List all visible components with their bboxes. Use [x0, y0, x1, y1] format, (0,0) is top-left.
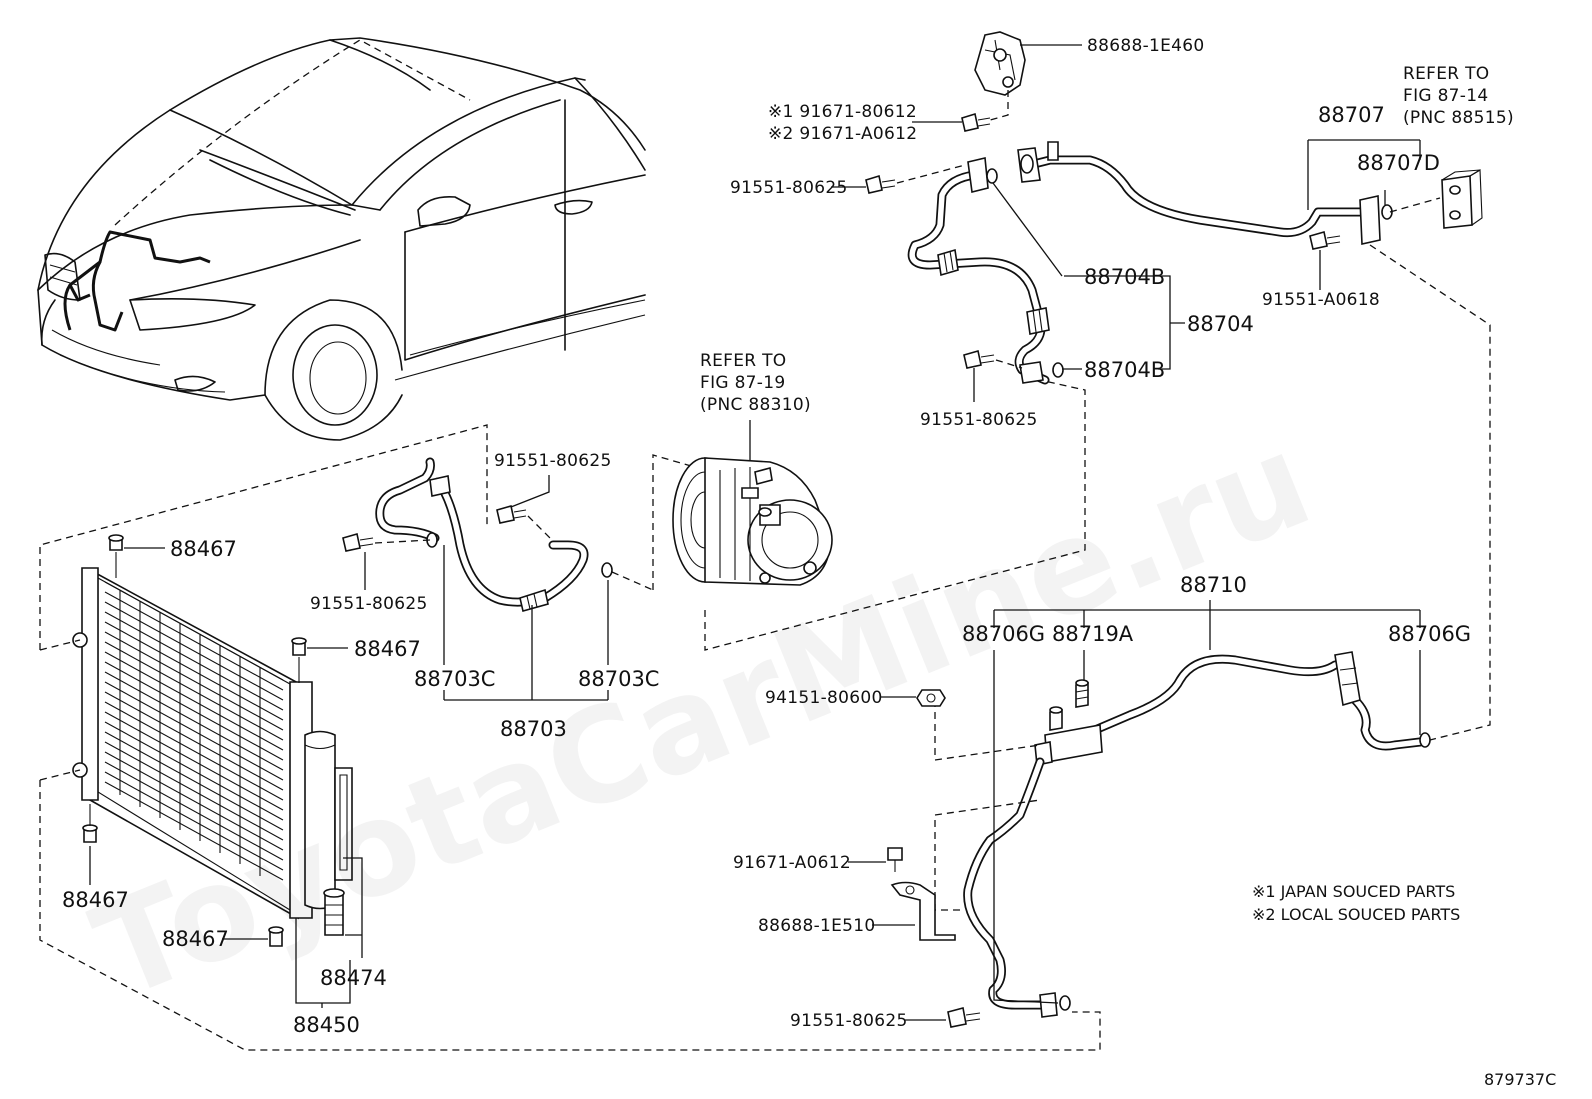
mount-88467-bottom-part: [268, 926, 284, 947]
label-88719a[interactable]: 88719A: [1052, 622, 1134, 646]
label-91551-80625-top[interactable]: 91551-80625: [730, 178, 848, 198]
pipe-88707: [1017, 141, 1393, 245]
label-91551-80625-comp[interactable]: 91551-80625: [494, 451, 612, 471]
label-88703c-left[interactable]: 88703C: [414, 667, 495, 691]
discharge-hose-88703: [375, 457, 613, 612]
note-local-sourced: ※2 LOCAL SOUCED PARTS: [1252, 905, 1460, 924]
ref-fig-87-19-line2: FIG 87-19: [700, 373, 785, 393]
label-88474[interactable]: 88474: [320, 966, 387, 990]
bolt-91551-80625-mid: [963, 349, 995, 369]
label-91551-80625-bottom[interactable]: 91551-80625: [790, 1011, 908, 1031]
leader-lines: [89, 121, 1421, 1021]
condenser-assembly: [72, 534, 353, 947]
label-91671-a0612[interactable]: 91671-A0612: [733, 853, 851, 873]
bolt-91551-80625-comp: [496, 504, 527, 524]
label-88704b-upper[interactable]: 88704B: [1084, 265, 1165, 289]
label-88467-left[interactable]: 88467: [62, 888, 129, 912]
suction-hose-88704: [907, 157, 1064, 385]
label-88703[interactable]: 88703: [500, 717, 567, 741]
note-japan-sourced: ※1 JAPAN SOUCED PARTS: [1252, 882, 1455, 901]
bracket-88688-1e460: [974, 31, 1026, 96]
label-88704b-lower[interactable]: 88704B: [1084, 358, 1165, 382]
condenser-fins: [104, 581, 284, 881]
label-88450[interactable]: 88450: [293, 1013, 360, 1037]
label-88467-bottom[interactable]: 88467: [162, 927, 229, 951]
bracket-88688-1e510: [890, 881, 956, 941]
mount-88467-mid-part: [291, 637, 307, 683]
bolt-91551-80625-top: [865, 174, 896, 194]
label-88704[interactable]: 88704: [1187, 312, 1254, 336]
label-88467-top[interactable]: 88467: [170, 537, 237, 561]
ref-fig-87-14-line3: (PNC 88515): [1403, 108, 1514, 128]
part-labels: 88688-1E460 ※1 91671-80612 ※2 91671-A061…: [62, 36, 1556, 1089]
label-91551-80625-mid[interactable]: 91551-80625: [920, 410, 1038, 430]
ref-fig-87-14-line2: FIG 87-14: [1403, 86, 1488, 106]
label-88706g-right[interactable]: 88706G: [1388, 622, 1471, 646]
bolt-91671-80612: [961, 112, 991, 132]
label-91551-a0618[interactable]: 91551-A0618: [1262, 290, 1380, 310]
vehicle-illustration: [37, 37, 646, 441]
pipe-88710: [963, 651, 1431, 1018]
label-88703c-right[interactable]: 88703C: [578, 667, 659, 691]
mount-88467-top-part: [108, 534, 124, 578]
nut-94151-80600: [916, 689, 946, 707]
label-91671-a0612-local[interactable]: ※2 91671-A0612: [768, 124, 917, 144]
bolt-91551-80625-bottom: [947, 1007, 981, 1028]
ref-fig-87-14-line1: REFER TO: [1403, 64, 1489, 84]
bolt-91551-a0618: [1309, 230, 1341, 250]
label-88706g-left[interactable]: 88706G: [962, 622, 1045, 646]
ref-fig-87-19-line3: (PNC 88310): [700, 395, 811, 415]
label-88688-1e510[interactable]: 88688-1E510: [758, 916, 876, 936]
label-88688-1e460[interactable]: 88688-1E460: [1087, 36, 1205, 56]
bolt-91671-a0612: [887, 847, 903, 872]
label-88707d[interactable]: 88707D: [1357, 151, 1440, 175]
label-91551-80625-left[interactable]: 91551-80625: [310, 594, 428, 614]
label-91671-80612[interactable]: ※1 91671-80612: [768, 102, 917, 122]
ref-fig-87-19-line1: REFER TO: [700, 351, 786, 371]
label-94151-80600[interactable]: 94151-80600: [765, 688, 883, 708]
bolt-91551-80625-left: [342, 532, 374, 552]
label-88467-mid[interactable]: 88467: [354, 637, 421, 661]
label-88707[interactable]: 88707: [1318, 103, 1385, 127]
compressor: [672, 420, 833, 586]
expansion-valve: [1441, 169, 1483, 229]
label-88710[interactable]: 88710: [1180, 573, 1247, 597]
mount-88467-left-part: [82, 804, 98, 843]
diagram-id: 879737C: [1484, 1070, 1556, 1089]
